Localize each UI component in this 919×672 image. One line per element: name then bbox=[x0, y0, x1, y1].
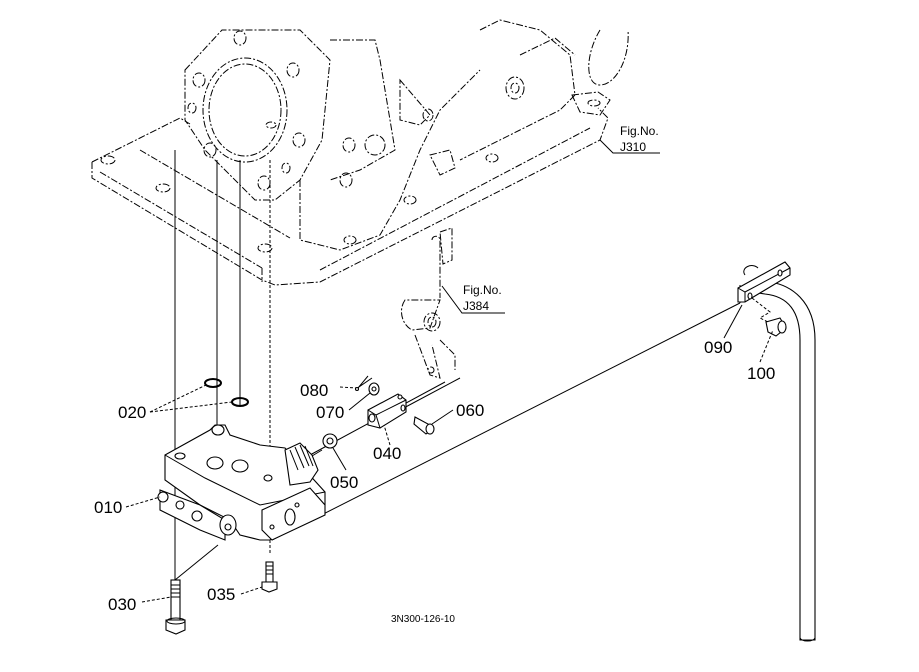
part-label-080[interactable]: 080 bbox=[300, 381, 328, 400]
figure-reference-j384-number: J384 bbox=[463, 299, 489, 313]
part-label-050[interactable]: 050 bbox=[330, 473, 358, 492]
bolt-035[interactable] bbox=[261, 561, 278, 593]
figure-reference-j310[interactable]: Fig.No. J310 bbox=[599, 124, 660, 154]
washer-070[interactable] bbox=[368, 382, 380, 396]
figure-reference-j384-title: Fig.No. bbox=[463, 283, 502, 297]
part-label-060[interactable]: 060 bbox=[456, 401, 484, 420]
part-label-010[interactable]: 010 bbox=[94, 498, 122, 517]
o-ring-020[interactable] bbox=[204, 378, 249, 407]
part-label-090[interactable]: 090 bbox=[704, 338, 732, 357]
part-label-040[interactable]: 040 bbox=[373, 444, 401, 463]
drawing-code: 3N300-126-10 bbox=[391, 614, 455, 625]
figure-reference-j310-number: J310 bbox=[620, 140, 646, 154]
lift-arm-linkage bbox=[401, 227, 456, 379]
transmission-housing bbox=[91, 19, 629, 286]
bolt-100[interactable] bbox=[751, 297, 787, 337]
figure-reference-j310-title: Fig.No. bbox=[620, 124, 659, 138]
split-pin-080[interactable] bbox=[354, 375, 373, 392]
part-label-030[interactable]: 030 bbox=[108, 595, 136, 614]
joint-040[interactable] bbox=[367, 393, 407, 429]
control-valve-010[interactable] bbox=[157, 424, 326, 541]
part-label-070[interactable]: 070 bbox=[316, 403, 344, 422]
pin-060[interactable] bbox=[413, 416, 435, 435]
leader-lines bbox=[125, 304, 774, 603]
part-labels: 020 010 030 035 080 070 060 040 050 090 … bbox=[94, 338, 775, 614]
nut-050[interactable] bbox=[322, 433, 338, 449]
bolt-030[interactable] bbox=[165, 579, 186, 635]
part-label-100[interactable]: 100 bbox=[747, 364, 775, 383]
pipe-with-bracket-090[interactable] bbox=[737, 261, 816, 642]
part-label-035[interactable]: 035 bbox=[207, 585, 235, 604]
figure-reference-j384[interactable]: Fig.No. J384 bbox=[441, 283, 505, 314]
part-label-020[interactable]: 020 bbox=[118, 403, 146, 422]
